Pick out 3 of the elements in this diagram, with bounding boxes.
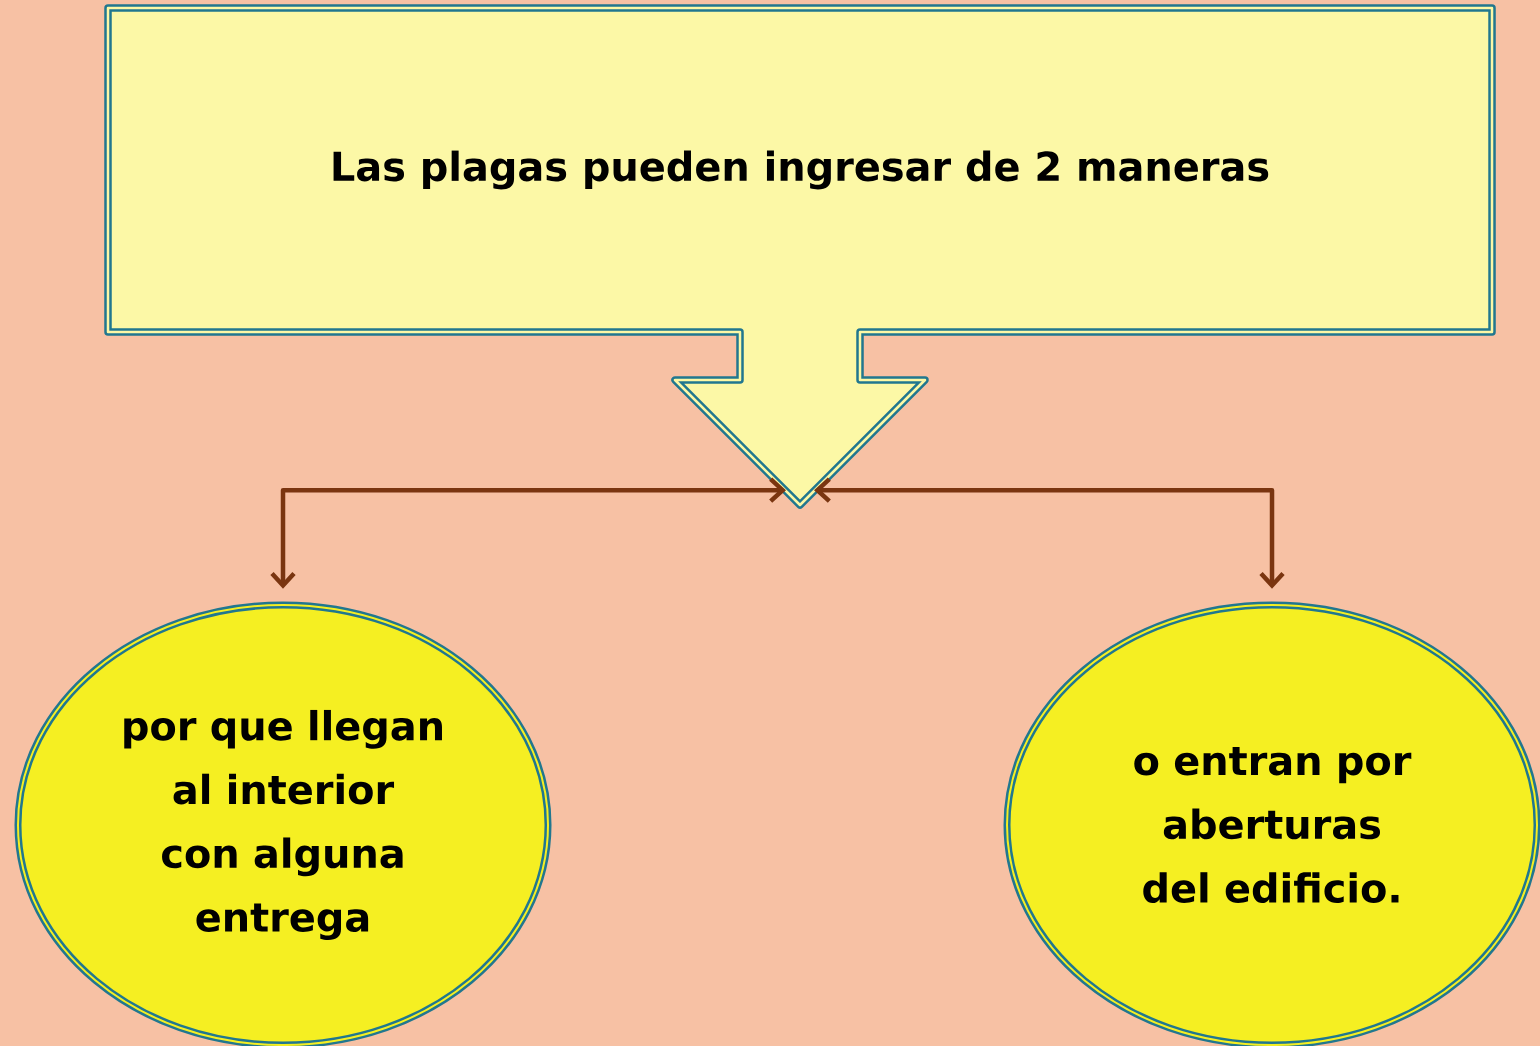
arrow xyxy=(814,477,1285,589)
callout-arrow-box: Las plagas pueden ingresar de 2 maneras xyxy=(104,4,1496,509)
arrow xyxy=(270,477,786,589)
